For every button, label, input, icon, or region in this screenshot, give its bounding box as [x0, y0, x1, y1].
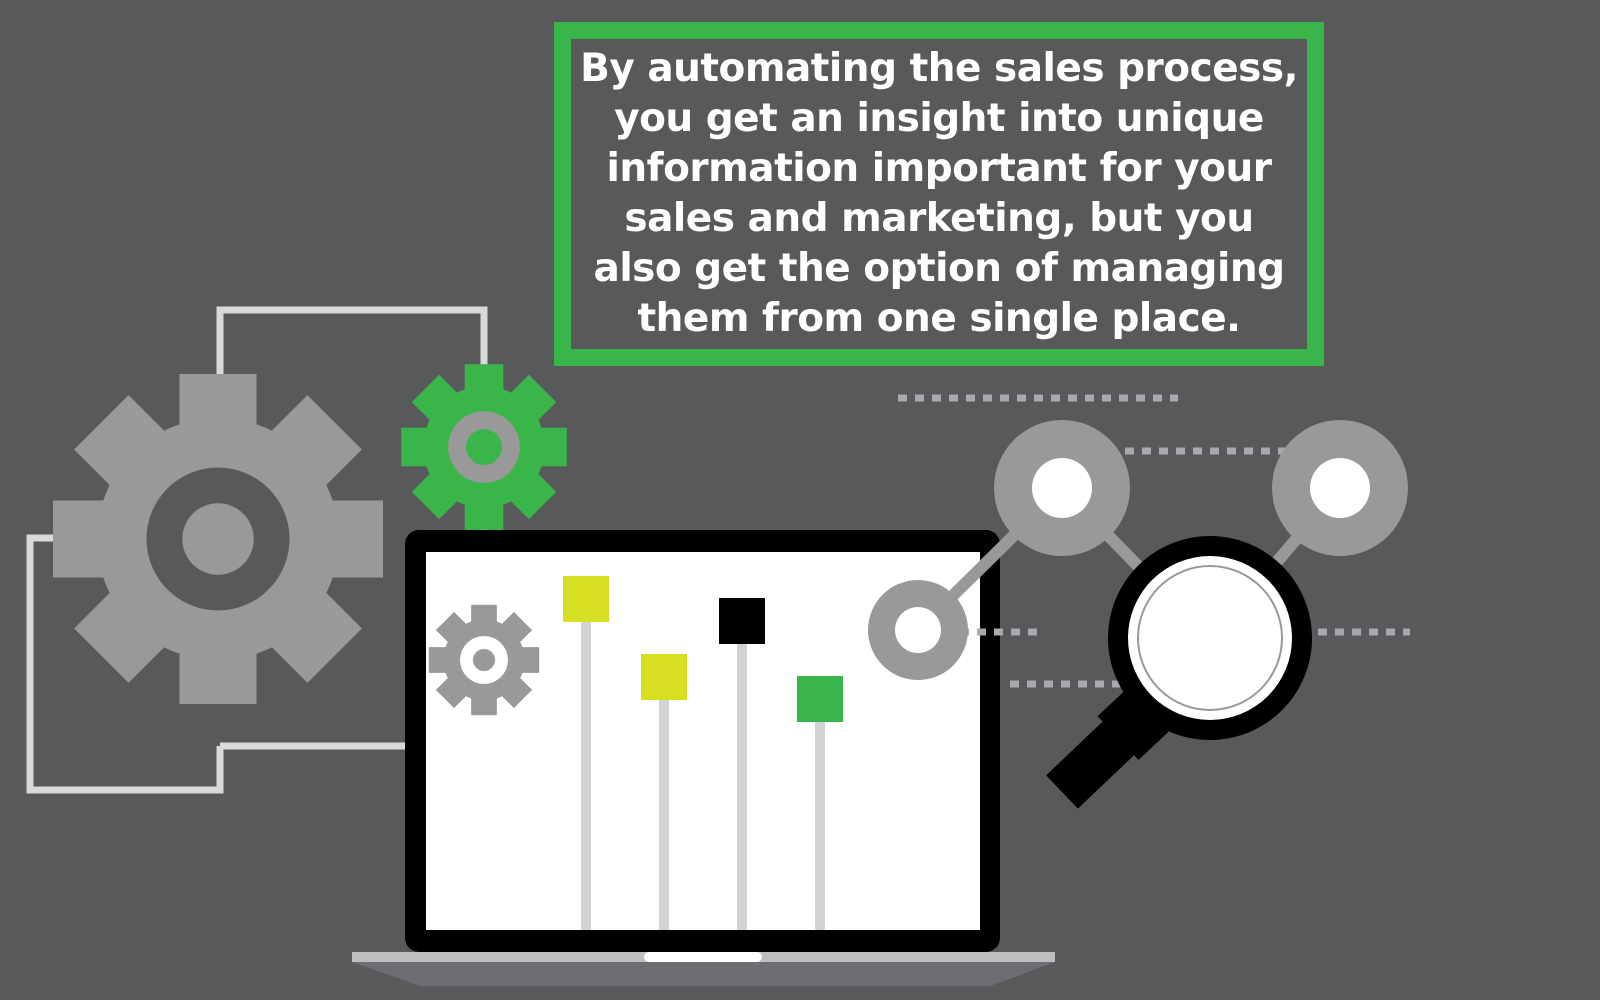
chart-marker-3 — [719, 598, 765, 644]
large-gear-icon — [53, 374, 384, 704]
chart-bar-4 — [815, 720, 825, 930]
quote-line: information important for your — [606, 146, 1272, 191]
small-gear-icon — [428, 604, 540, 716]
chart-bar-1 — [581, 620, 591, 930]
magnifying-glass-icon — [1046, 536, 1312, 809]
green-gear-icon — [401, 364, 567, 530]
chart-bar-3 — [737, 640, 747, 930]
quote-box: By automating the sales process, you get… — [554, 22, 1324, 366]
quote-text: By automating the sales process, you get… — [577, 44, 1301, 344]
dotted-lines — [898, 394, 1410, 688]
screen-chart — [563, 576, 843, 930]
chart-marker-1 — [563, 576, 609, 622]
chart-marker-4 — [797, 676, 843, 722]
network-node-icon — [868, 420, 1408, 680]
quote-line: also get the option of managing — [593, 246, 1286, 291]
quote-line: sales and marketing, but you — [624, 196, 1254, 241]
quote-line: them from one single place. — [637, 296, 1241, 341]
chart-marker-2 — [641, 654, 687, 700]
quote-line: you get an insight into unique — [614, 96, 1264, 141]
chart-bar-2 — [659, 700, 669, 930]
quote-line: By automating the sales process, — [580, 46, 1298, 91]
